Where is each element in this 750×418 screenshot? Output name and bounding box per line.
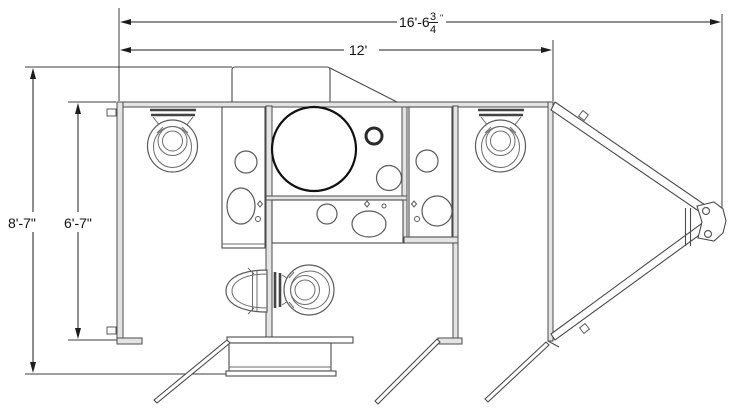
unit-mark: ": [440, 13, 443, 23]
oval-sink: [226, 187, 256, 225]
faucet-hole: [410, 200, 418, 208]
arrowhead: [75, 328, 81, 339]
faucet-hole: [255, 216, 261, 222]
dimension-overall-length: 16'-6 3 4 ": [118, 8, 723, 218]
front-wall: [116, 101, 554, 108]
beam-clip: [577, 109, 590, 122]
toilet-bowl: [146, 119, 199, 173]
toilet-center-room: [273, 264, 335, 316]
dimension-label: 12': [349, 42, 367, 58]
fraction-numerator: 3: [430, 11, 436, 23]
seat-hinge: [484, 126, 492, 134]
open-door-left: [153, 339, 231, 404]
toilet-drain: [294, 279, 316, 301]
pipe-fitting: [364, 126, 384, 146]
seat-hinge: [288, 271, 295, 279]
arrowhead: [541, 47, 552, 53]
toilet-bowl: [283, 264, 335, 316]
coupler-bolt: [701, 206, 711, 216]
seat-hinge: [288, 301, 295, 309]
sink-cabinet-left: [221, 106, 266, 249]
urinal: [225, 267, 268, 315]
faucet-hole: [363, 200, 371, 208]
faucet-hole: [381, 203, 387, 209]
left-wall: [116, 101, 124, 339]
oval-sink: [351, 210, 387, 238]
wall-clip: [106, 326, 117, 335]
cabinet-outline: [221, 106, 266, 249]
oval-sink: [421, 195, 453, 227]
trailer-body: [106, 66, 560, 348]
sink-cabinet-right: [408, 106, 453, 238]
coupler-bolt: [703, 229, 713, 239]
seat-hinge: [509, 126, 517, 134]
urinal-bowl: [231, 273, 268, 309]
utility-room: [270, 105, 403, 193]
right-wall-foot: [547, 340, 560, 348]
right-partition-foot: [437, 337, 463, 345]
toilet-bowl: [474, 119, 527, 173]
trailer-tongue: [550, 101, 727, 341]
beam-clip: [578, 322, 591, 335]
roof-vent: [231, 66, 331, 103]
right-room-cross-wall: [403, 236, 459, 244]
center-counter: [271, 199, 404, 244]
entry-step: [225, 336, 354, 377]
entry-doors: [153, 338, 550, 405]
step-tread-plate: [226, 336, 354, 344]
dimension-box-length: 12': [120, 40, 554, 101]
tongue-upper-beam: [550, 101, 709, 215]
dimension-interior-width: 6'-7": [64, 101, 120, 341]
seat-hinge: [181, 126, 189, 134]
round-sink: [415, 149, 439, 173]
dimension-overall-width: 8'-7": [8, 66, 232, 375]
toilet-left-room: [146, 108, 199, 173]
toilet-rim: [157, 126, 188, 156]
left-wall-foot: [116, 337, 143, 345]
roof-vent-hatch-line: [329, 67, 398, 103]
arrowhead: [30, 68, 36, 79]
bracket-tick: [247, 267, 255, 275]
counter-front-edge: [265, 195, 408, 201]
dimension-label: 8'-7": [8, 215, 36, 231]
toilet-drain: [162, 130, 183, 152]
bracket-tick: [247, 307, 255, 315]
arrowhead: [120, 47, 131, 53]
pipe-opening: [375, 164, 403, 192]
faucet-hole: [256, 200, 264, 208]
arrowhead: [710, 19, 721, 25]
open-door-right: [484, 341, 550, 403]
round-sink: [234, 150, 258, 174]
step-base: [225, 370, 337, 377]
fraction-denominator: 4: [430, 24, 436, 36]
seat-hinge: [156, 126, 164, 134]
arrowhead: [120, 19, 131, 25]
toilet-rim: [290, 275, 320, 305]
water-tank: [270, 105, 358, 193]
arrowhead: [30, 362, 36, 373]
toilet-rim: [485, 126, 516, 156]
wall-clip: [106, 108, 117, 117]
dimension-label: 6'-7": [64, 215, 92, 231]
toilet-drain: [490, 130, 511, 152]
dimension-label: 16'-6: [399, 14, 430, 30]
arrowhead: [75, 103, 81, 114]
round-sink: [316, 203, 338, 225]
right-wall: [547, 101, 554, 342]
toilet-right-room: [474, 108, 527, 173]
faucet-hole: [414, 216, 420, 222]
open-door-center: [374, 338, 441, 405]
right-partition-wall: [452, 105, 459, 339]
